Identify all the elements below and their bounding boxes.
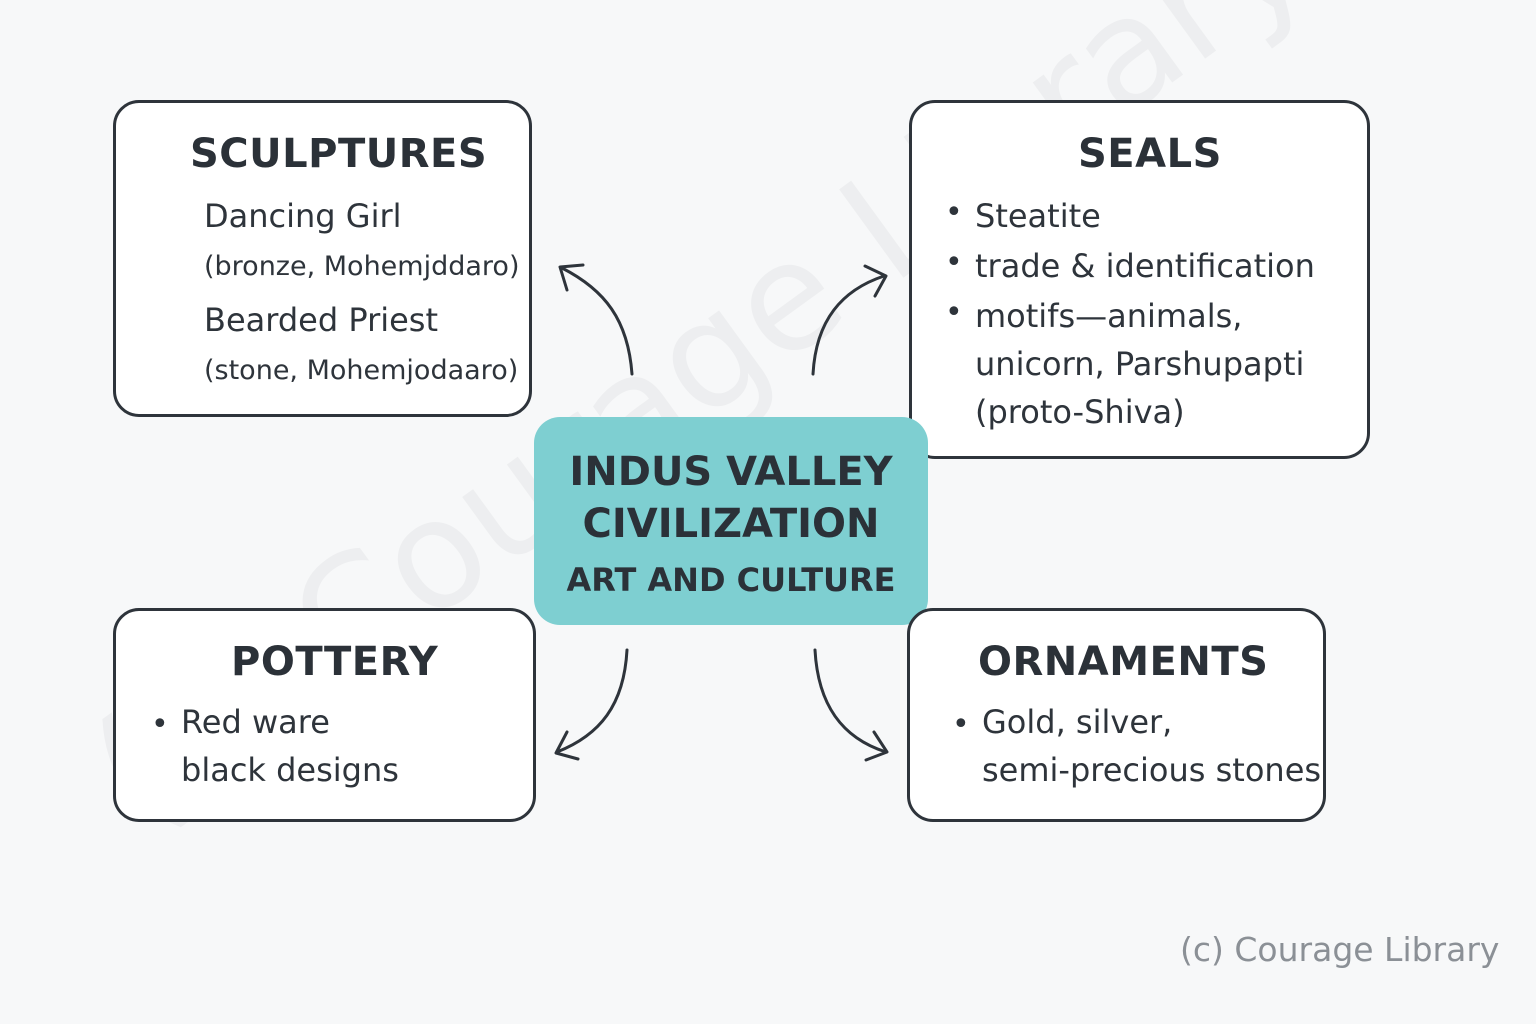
seals-bullet-3: motifs—animals,	[975, 297, 1243, 335]
arrowhead-sculptures	[558, 263, 585, 292]
pottery-continuation: black designs	[181, 751, 399, 789]
ornaments-continuation: semi-precious stones	[982, 751, 1322, 789]
bullet-dot: •	[945, 195, 963, 230]
sculpture-dancing-girl: Dancing Girl	[204, 197, 402, 235]
ornaments-title: ORNAMENTS	[978, 639, 1269, 685]
sculpture-bearded-priest-detail: (stone, Mohemjodaaro)	[204, 355, 519, 386]
bullet-dot: •	[945, 295, 963, 330]
seals-continuation-2: (proto-Shiva)	[975, 393, 1185, 431]
bullet-dot: •	[952, 707, 970, 742]
seals-bullet-1: Steatite	[975, 197, 1101, 235]
center-topic-box: INDUS VALLEY CIVILIZATION ART AND CULTUR…	[534, 417, 928, 625]
arrowhead-pottery	[554, 730, 580, 761]
arrow-to-sculptures	[560, 266, 634, 376]
ornaments-box: ORNAMENTS • Gold, silver, semi-precious …	[907, 608, 1326, 822]
pottery-bullet: Red ware	[181, 703, 330, 741]
arrow-to-pottery	[555, 648, 629, 754]
arrow-to-ornaments	[813, 648, 888, 754]
pottery-title: POTTERY	[231, 639, 439, 685]
sculpture-dancing-girl-detail: (bronze, Mohemjddaro)	[204, 251, 520, 282]
pottery-box: POTTERY • Red ware black designs	[113, 608, 536, 822]
sculptures-title: SCULPTURES	[190, 131, 488, 177]
seals-bullet-2: trade & identification	[975, 247, 1315, 285]
bullet-dot: •	[151, 707, 169, 742]
sculpture-bearded-priest: Bearded Priest	[204, 301, 439, 339]
seals-box: SEALS • Steatite • trade & identificatio…	[909, 100, 1370, 459]
center-subtitle: ART AND CULTURE	[566, 561, 896, 599]
bullet-dot: •	[945, 245, 963, 280]
credit-text: (c) Courage Library	[1180, 930, 1500, 969]
center-title-line-2: CIVILIZATION	[582, 501, 880, 547]
arrowhead-ornaments	[864, 730, 889, 762]
arrow-to-seals	[811, 274, 886, 376]
ornaments-bullet: Gold, silver,	[982, 703, 1173, 741]
center-title-line-1: INDUS VALLEY	[569, 449, 893, 495]
sculptures-box: SCULPTURES Dancing Girl (bronze, Mohemjd…	[113, 100, 532, 417]
arrowhead-seals	[863, 264, 888, 298]
seals-title: SEALS	[1078, 131, 1222, 177]
seals-continuation-1: unicorn, Parshupapti	[975, 345, 1305, 383]
